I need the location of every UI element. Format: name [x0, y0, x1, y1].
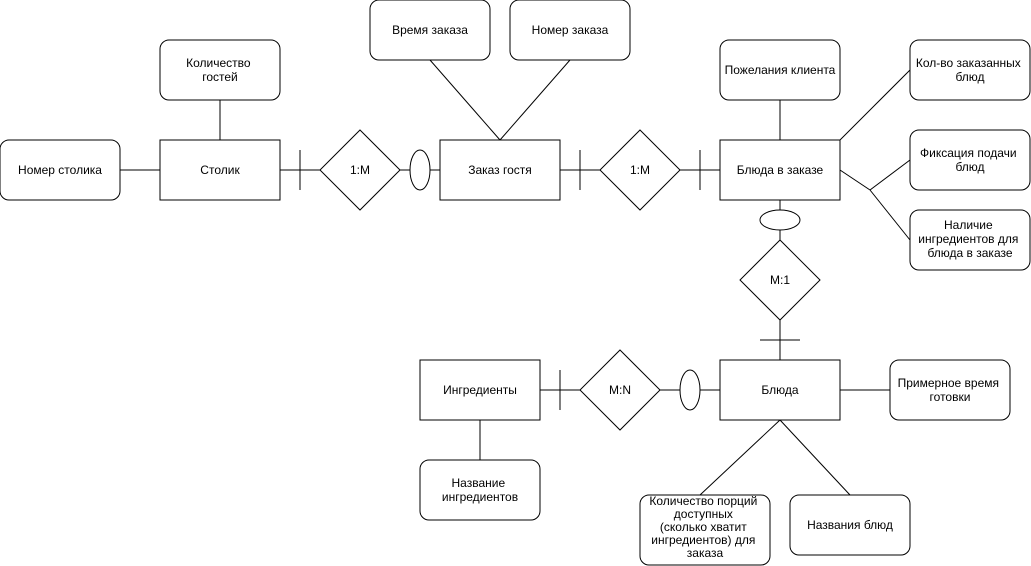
- attribute-label: Наличие ингредиентов для блюда в заказе: [918, 218, 1021, 260]
- relationship-label: M:N: [609, 383, 631, 397]
- relationship-stolik-zakaz[interactable]: 1:M: [319, 129, 401, 211]
- entity-stolik[interactable]: Столик: [159, 139, 281, 201]
- circle-mark: [679, 369, 701, 411]
- line-fiksaciya: [869, 159, 911, 191]
- cardinality-marks: [299, 149, 801, 411]
- entity-blyuda[interactable]: Блюда: [719, 359, 841, 421]
- circle-mark: [759, 209, 801, 231]
- attribute-label: Время заказа: [392, 23, 468, 37]
- relationship-zakaz-blyuda[interactable]: 1:M: [599, 129, 681, 211]
- attribute-label: Пожелания клиента: [725, 63, 836, 77]
- attribute-pozhelaniya-klienta[interactable]: Пожелания клиента: [719, 39, 841, 101]
- attribute-vremya-zakaza[interactable]: Время заказа: [369, 0, 491, 61]
- attribute-label: Фиксация подачи блюд: [920, 146, 1020, 174]
- attribute-nazvanie-ingredientov[interactable]: Название ингредиентов: [419, 459, 541, 521]
- relationship-label: 1:M: [630, 163, 650, 177]
- relationship-ingr-blyuda[interactable]: M:N: [579, 349, 661, 431]
- relationship-label: M:1: [770, 273, 790, 287]
- attribute-label: Примерное время готовки: [898, 376, 1003, 404]
- line-nalichie: [869, 189, 911, 241]
- attribute-primernoe-vremya[interactable]: Примерное время готовки: [889, 359, 1011, 421]
- attribute-kolichestvo-porciy[interactable]: Количество порций доступных (сколько хва…: [639, 494, 771, 566]
- line-fork-stem: [839, 169, 871, 191]
- attribute-label: Кол-во заказанных блюд: [916, 56, 1024, 84]
- entity-label: Столик: [200, 163, 240, 177]
- attribute-nalichie-ingredientov[interactable]: Наличие ингредиентов для блюда в заказе: [909, 209, 1031, 271]
- attribute-nomer-stolika[interactable]: Номер столика: [0, 139, 121, 201]
- entity-label: Блюда: [761, 383, 798, 397]
- line-nomer-zakaza: [499, 59, 571, 141]
- attribute-kolichestvo-gostey[interactable]: Количество гостей: [159, 39, 281, 101]
- entity-label: Ингредиенты: [443, 383, 517, 397]
- attribute-fiksaciya-podachi[interactable]: Фиксация подачи блюд: [909, 129, 1031, 191]
- line-kol-vo: [839, 69, 911, 141]
- attribute-label: Номер столика: [18, 163, 102, 177]
- relationship-label: 1:M: [350, 163, 370, 177]
- attribute-nomer-zakaza[interactable]: Номер заказа: [509, 0, 631, 61]
- entity-label: Блюда в заказе: [737, 163, 824, 177]
- attribute-label: Количество гостей: [186, 56, 254, 84]
- entity-zakaz-gostya[interactable]: Заказ гостя: [439, 139, 561, 201]
- relationship-blyudavz-blyuda[interactable]: M:1: [739, 239, 821, 321]
- circle-mark: [409, 149, 431, 191]
- entity-blyuda-v-zakaze[interactable]: Блюда в заказе: [719, 139, 841, 201]
- attribute-label: Название ингредиентов: [442, 476, 518, 504]
- entity-ingredienty[interactable]: Ингредиенты: [419, 359, 541, 421]
- attribute-kol-vo-zakazannyh[interactable]: Кол-во заказанных блюд: [909, 39, 1031, 101]
- attribute-label: Количество порций доступных (сколько хва…: [649, 494, 760, 560]
- line-nazvaniya-blyud: [779, 419, 851, 496]
- line-kolichestvo-porciy: [699, 419, 781, 496]
- line-vremya-zakaza: [429, 59, 501, 141]
- attribute-label: Номер заказа: [532, 23, 609, 37]
- entity-label: Заказ гостя: [468, 163, 532, 177]
- attribute-nazvaniya-blyud[interactable]: Названия блюд: [789, 494, 911, 556]
- attribute-label: Названия блюд: [807, 518, 893, 532]
